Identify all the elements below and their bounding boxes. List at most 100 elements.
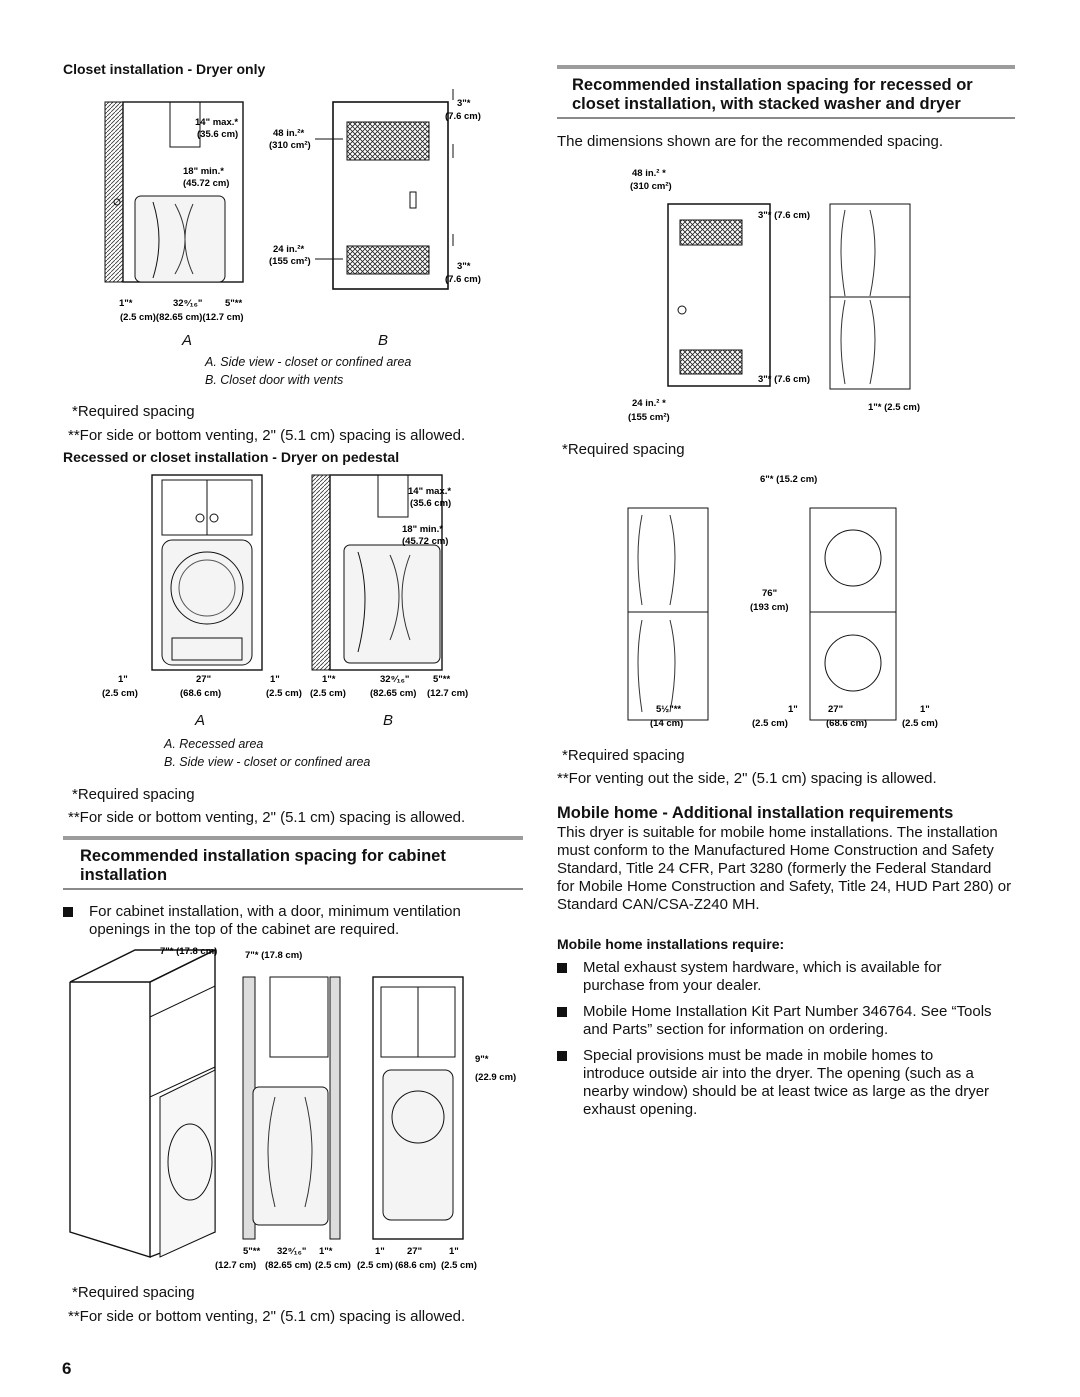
mobile-paragraph: This dryer is suitable for mobile home i… <box>557 824 1012 913</box>
fig1-caption-b: B. Closet door with vents <box>205 373 344 387</box>
mobile-bullet: Mobile Home Installation Kit Part Number… <box>557 1003 997 1039</box>
svg-text:1": 1" <box>920 704 930 715</box>
svg-text:18" min.*: 18" min.* <box>183 166 224 177</box>
svg-text:(2.5 cm)(82.65 cm)(12.7 cm): (2.5 cm)(82.65 cm)(12.7 cm) <box>120 312 244 323</box>
mobile-subheading: Mobile home installations require: <box>557 936 785 952</box>
fig2-caption-b: B. Side view - closet or confined area <box>164 755 371 769</box>
svg-text:1"*: 1"* <box>322 674 336 685</box>
closet-dryer-figure: 14" max.* (35.6 cm) 18" min.* (45.72 cm)… <box>104 89 481 323</box>
section-rule <box>63 836 523 840</box>
svg-text:(155 cm²): (155 cm²) <box>628 412 670 423</box>
svg-text:5½"**: 5½"** <box>656 704 681 715</box>
svg-text:(2.5 cm): (2.5 cm) <box>441 1260 477 1271</box>
svg-text:7"* (17.8 cm): 7"* (17.8 cm) <box>245 950 302 961</box>
svg-text:76": 76" <box>762 588 777 599</box>
fig1-label-a: A <box>182 332 193 349</box>
svg-text:(7.6 cm): (7.6 cm) <box>445 111 481 122</box>
required-spacing-note: *Required spacing <box>72 786 195 803</box>
svg-text:3"*: 3"* <box>457 261 471 272</box>
required-spacing-note: *Required spacing <box>562 441 685 458</box>
svg-text:(7.6 cm): (7.6 cm) <box>445 274 481 285</box>
svg-text:(2.5 cm): (2.5 cm) <box>102 688 138 699</box>
svg-text:5"**: 5"** <box>433 674 450 685</box>
svg-text:32⁹⁄₁₆": 32⁹⁄₁₆" <box>277 1246 306 1257</box>
svg-text:(155 cm²): (155 cm²) <box>269 256 311 267</box>
svg-text:32⁹⁄₁₆": 32⁹⁄₁₆" <box>380 674 409 685</box>
svg-text:1"* (2.5 cm): 1"* (2.5 cm) <box>868 402 920 413</box>
fig2-label-a: A <box>195 712 206 729</box>
svg-text:6"* (15.2 cm): 6"* (15.2 cm) <box>760 474 817 485</box>
svg-text:1": 1" <box>270 674 280 685</box>
svg-text:1": 1" <box>375 1246 385 1257</box>
section-rule <box>63 888 523 890</box>
svg-text:18" min.*: 18" min.* <box>402 524 443 535</box>
svg-text:(68.6 cm): (68.6 cm) <box>826 718 867 729</box>
svg-text:3"*: 3"* <box>457 98 471 109</box>
svg-text:(35.6 cm): (35.6 cm) <box>197 129 238 140</box>
stacked-heading: Recommended installation spacing for rec… <box>572 76 973 113</box>
cabinet-heading: Recommended installation spacing for cab… <box>80 847 446 884</box>
svg-text:(22.9 cm): (22.9 cm) <box>475 1072 516 1083</box>
svg-text:1": 1" <box>449 1246 459 1257</box>
pedestal-heading: Recessed or closet installation - Dryer … <box>63 449 400 465</box>
cabinet-bullet: For cabinet installation, with a door, m… <box>63 903 503 939</box>
svg-text:27": 27" <box>407 1246 422 1257</box>
svg-text:(2.5 cm): (2.5 cm) <box>357 1260 393 1271</box>
mobile-bullet-text: Mobile Home Installation Kit Part Number… <box>583 1003 992 1038</box>
svg-text:(68.6 cm): (68.6 cm) <box>180 688 221 699</box>
svg-text:(12.7 cm): (12.7 cm) <box>215 1260 256 1271</box>
svg-text:(12.7 cm): (12.7 cm) <box>427 688 468 699</box>
fig2-caption-a: A. Recessed area <box>164 737 264 751</box>
mobile-bullet-text: Special provisions must be made in mobil… <box>583 1047 990 1118</box>
mobile-bullet: Metal exhaust system hardware, which is … <box>557 959 997 995</box>
cabinet-bullet-text: For cabinet installation, with a door, m… <box>89 903 461 938</box>
fig2-label-b: B <box>383 712 394 729</box>
section-rule <box>557 65 1015 69</box>
cabinet-figure: 7"* (17.8 cm) 7"* (17.8 cm) 9"* (22.9 cm… <box>69 946 516 1271</box>
stacked-spacing-figure: 6"* (15.2 cm) 76" (193 cm) 5½"** (14 cm)… <box>627 474 938 729</box>
bullet-icon <box>557 963 567 973</box>
svg-text:(68.6 cm): (68.6 cm) <box>395 1260 436 1271</box>
svg-text:(45.72 cm): (45.72 cm) <box>183 178 229 189</box>
venting-note: **For side or bottom venting, 2" (5.1 cm… <box>68 1308 466 1325</box>
pedestal-figure: 1" 27" 1" (2.5 cm) (68.6 cm) (2.5 cm) 14… <box>102 474 468 699</box>
svg-text:1"*: 1"* <box>319 1246 333 1257</box>
svg-text:48 in.²*: 48 in.²* <box>273 128 304 139</box>
svg-text:32⁹⁄₁₆": 32⁹⁄₁₆" <box>173 298 202 309</box>
svg-text:(2.5 cm): (2.5 cm) <box>315 1260 351 1271</box>
svg-text:(310 cm²): (310 cm²) <box>630 181 672 192</box>
bullet-icon <box>557 1051 567 1061</box>
svg-text:27": 27" <box>828 704 843 715</box>
mobile-bullet-text: Metal exhaust system hardware, which is … <box>583 959 942 994</box>
svg-text:(14 cm): (14 cm) <box>650 718 683 729</box>
mobile-heading: Mobile home - Additional installation re… <box>557 804 954 822</box>
fig1-caption-a: A. Side view - closet or confined area <box>205 355 412 369</box>
svg-text:(45.72 cm): (45.72 cm) <box>402 536 448 547</box>
svg-text:1": 1" <box>118 674 128 685</box>
bullet-icon <box>63 907 73 917</box>
svg-text:1": 1" <box>788 704 798 715</box>
bullet-icon <box>557 1007 567 1017</box>
closet-dryer-heading: Closet installation - Dryer only <box>63 61 266 77</box>
svg-text:48 in.² *: 48 in.² * <box>632 168 666 179</box>
page-number: 6 <box>62 1359 72 1378</box>
svg-text:(2.5 cm): (2.5 cm) <box>266 688 302 699</box>
required-spacing-note: *Required spacing <box>562 747 685 764</box>
svg-text:(82.65 cm): (82.65 cm) <box>265 1260 311 1271</box>
svg-text:14" max.*: 14" max.* <box>195 117 238 128</box>
svg-text:14" max.*: 14" max.* <box>408 486 451 497</box>
svg-text:9"*: 9"* <box>475 1054 489 1065</box>
dimensions-intro: The dimensions shown are for the recomme… <box>557 133 944 150</box>
mobile-bullet: Special provisions must be made in mobil… <box>557 1047 997 1119</box>
svg-text:3"* (7.6 cm): 3"* (7.6 cm) <box>758 210 810 221</box>
svg-text:(2.5 cm): (2.5 cm) <box>902 718 938 729</box>
required-spacing-note: *Required spacing <box>72 1284 195 1301</box>
section-rule <box>557 117 1015 119</box>
svg-text:27": 27" <box>196 674 211 685</box>
svg-text:(2.5 cm): (2.5 cm) <box>310 688 346 699</box>
svg-text:(82.65 cm): (82.65 cm) <box>370 688 416 699</box>
venting-note: **For side or bottom venting, 2" (5.1 cm… <box>68 809 466 826</box>
svg-text:3"* (7.6 cm): 3"* (7.6 cm) <box>758 374 810 385</box>
svg-text:(193 cm): (193 cm) <box>750 602 789 613</box>
stacked-door-figure: 48 in.² * (310 cm²) 3"* (7.6 cm) 3"* (7.… <box>628 168 920 423</box>
